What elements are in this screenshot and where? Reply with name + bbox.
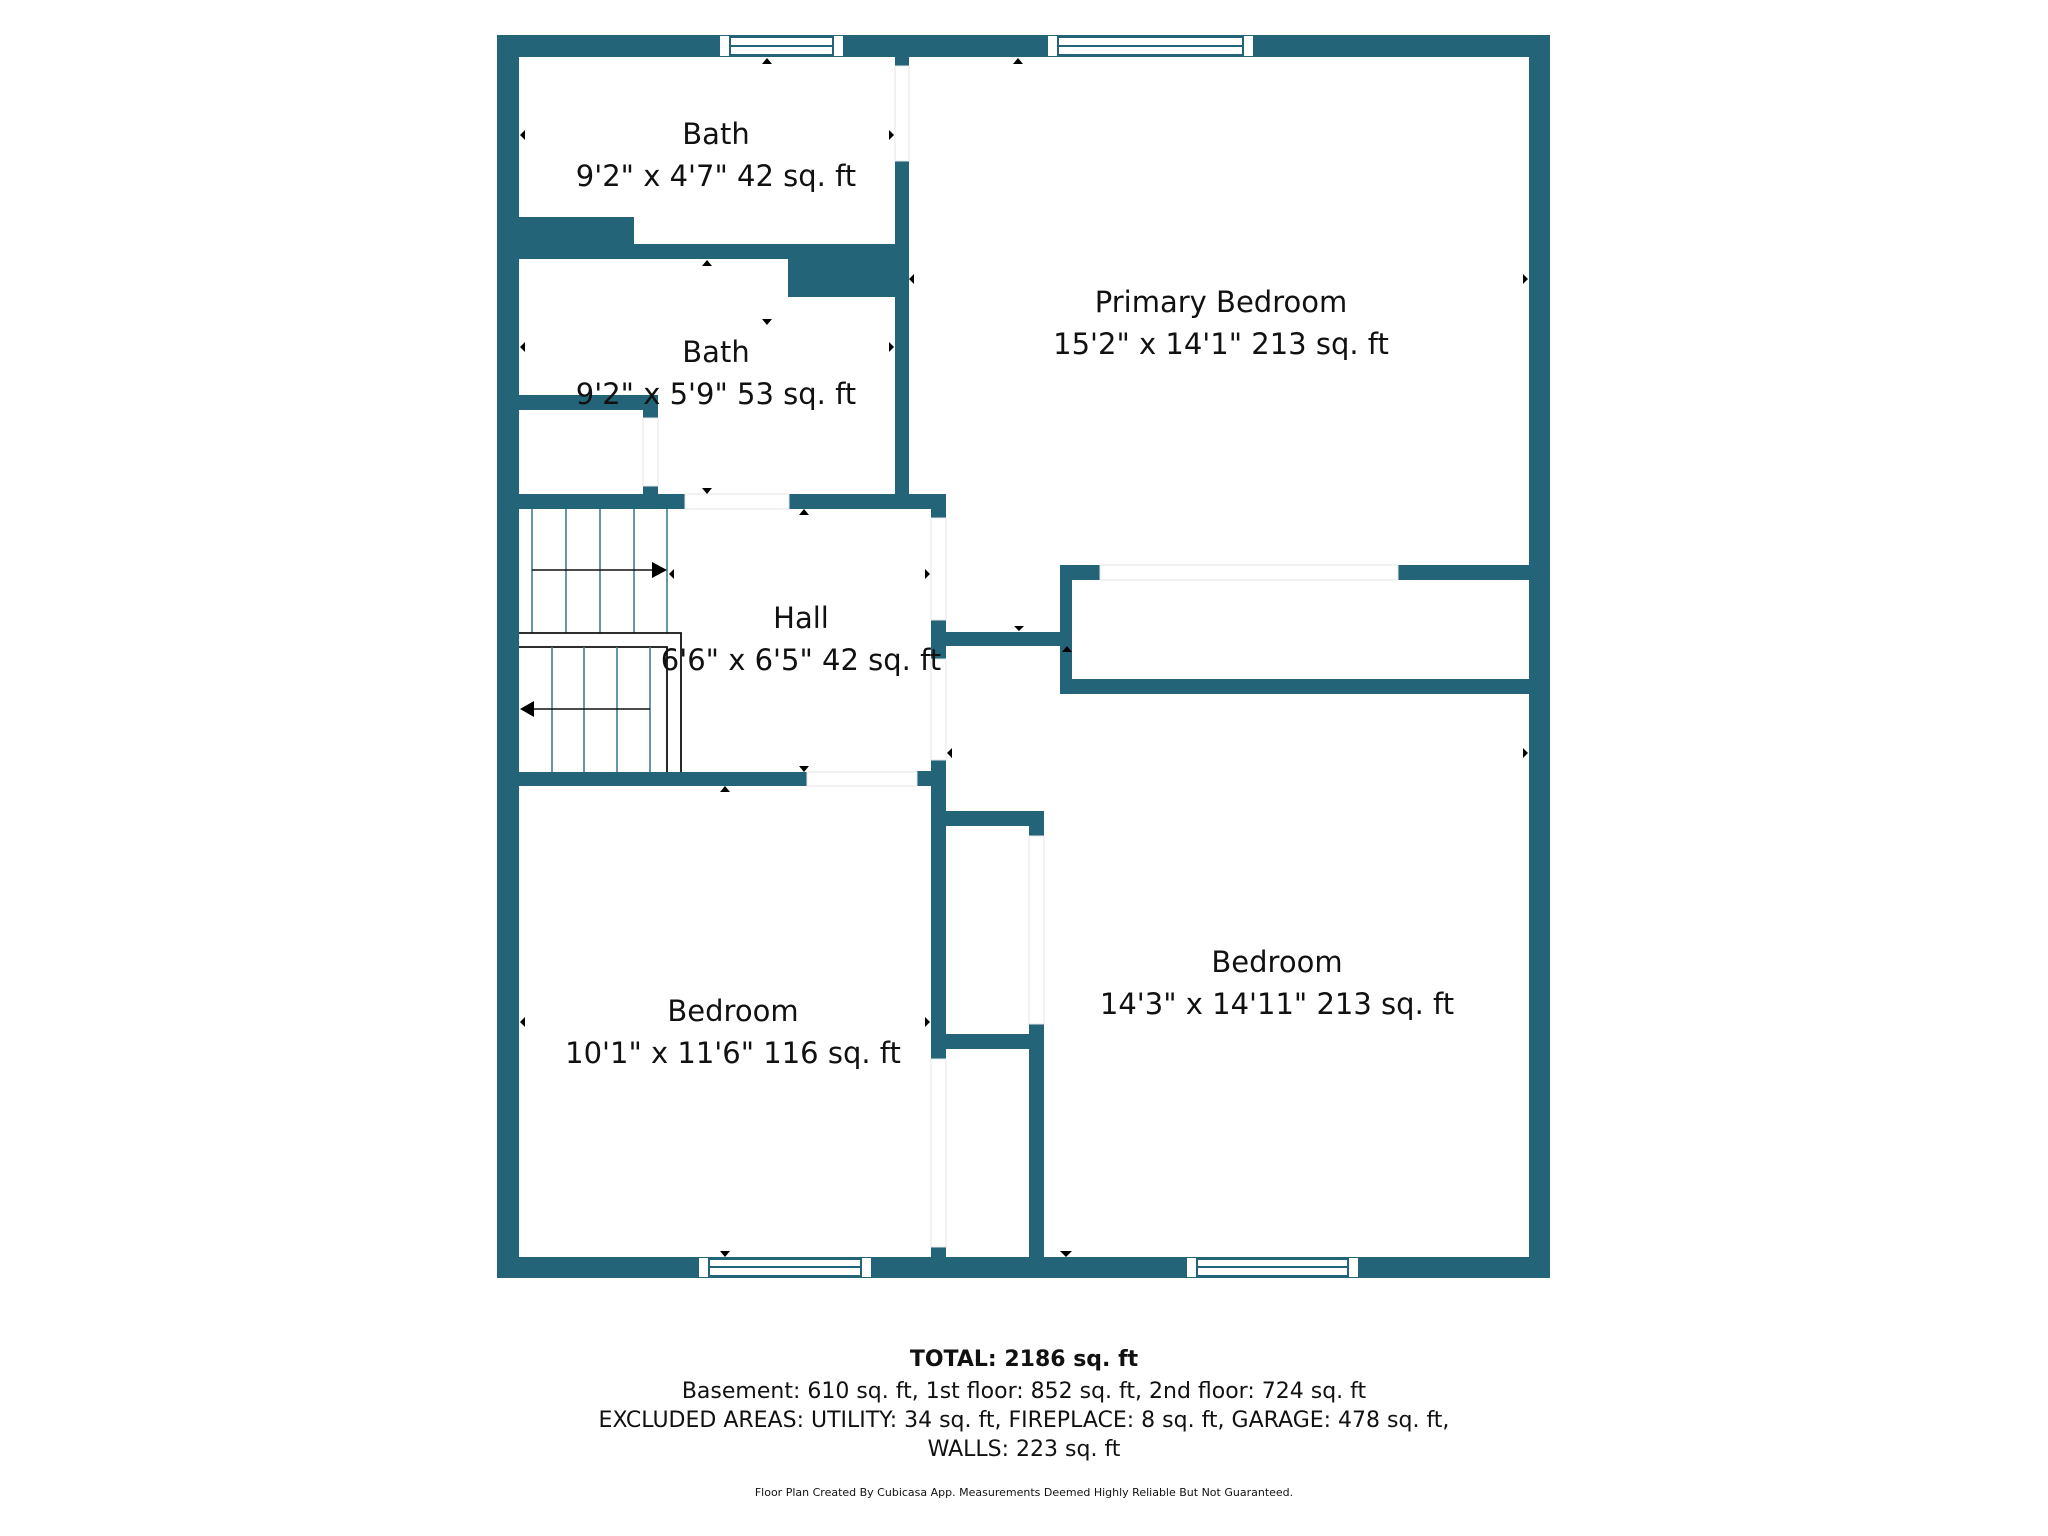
room-dimensions: 10'1" x 11'6" 116 sq. ft (565, 1036, 901, 1070)
room-dimensions: 9'2" x 4'7" 42 sq. ft (576, 159, 856, 193)
door-openings (642, 65, 1399, 1248)
walls-area: WALLS: 223 sq. ft (927, 1437, 1121, 1462)
room-label-bedroom-left: Bedroom 10'1" x 11'6" 116 sq. ft (565, 994, 901, 1070)
outer-walls (497, 35, 1550, 1278)
room-dimensions: 14'3" x 14'11" 213 sq. ft (1100, 987, 1454, 1021)
window-bottom-bedroom-right (1187, 1258, 1358, 1277)
room-name: Hall (773, 601, 829, 635)
room-label-bedroom-right: Bedroom 14'3" x 14'11" 213 sq. ft (1100, 945, 1454, 1021)
room-label-hall: Hall 6'6" x 6'5" 42 sq. ft (661, 601, 941, 677)
total-area: TOTAL: 2186 sq. ft (909, 1347, 1139, 1372)
dimension-markers (520, 58, 1528, 1257)
floor-areas: Basement: 610 sq. ft, 1st floor: 852 sq.… (681, 1379, 1367, 1404)
room-label-bath-1: Bath 9'2" x 4'7" 42 sq. ft (576, 117, 856, 193)
staircase (519, 509, 682, 772)
window-top-bath (720, 36, 843, 56)
credit-note: Floor Plan Created By Cubicasa App. Meas… (754, 1486, 1294, 1499)
room-label-primary-bedroom: Primary Bedroom 15'2" x 14'1" 213 sq. ft (1053, 285, 1389, 361)
stair-arrow-right-icon (652, 562, 667, 578)
window-bottom-bedroom-left (699, 1258, 871, 1277)
excluded-areas: EXCLUDED AREAS: UTILITY: 34 sq. ft, FIRE… (598, 1408, 1450, 1433)
room-label-bath-2: Bath 9'2" x 5'9" 53 sq. ft (576, 335, 856, 411)
room-name: Bath (682, 117, 749, 151)
room-name: Bedroom (667, 994, 798, 1028)
room-dimensions: 9'2" x 5'9" 53 sq. ft (576, 377, 856, 411)
room-name: Primary Bedroom (1095, 285, 1347, 319)
room-name: Bedroom (1211, 945, 1342, 979)
window-top-primary (1048, 36, 1253, 56)
room-name: Bath (682, 335, 749, 369)
room-dimensions: 15'2" x 14'1" 213 sq. ft (1053, 327, 1389, 361)
stair-arrow-left-icon (520, 701, 534, 717)
room-dimensions: 6'6" x 6'5" 42 sq. ft (661, 643, 941, 677)
interior-walls (519, 57, 1529, 1257)
